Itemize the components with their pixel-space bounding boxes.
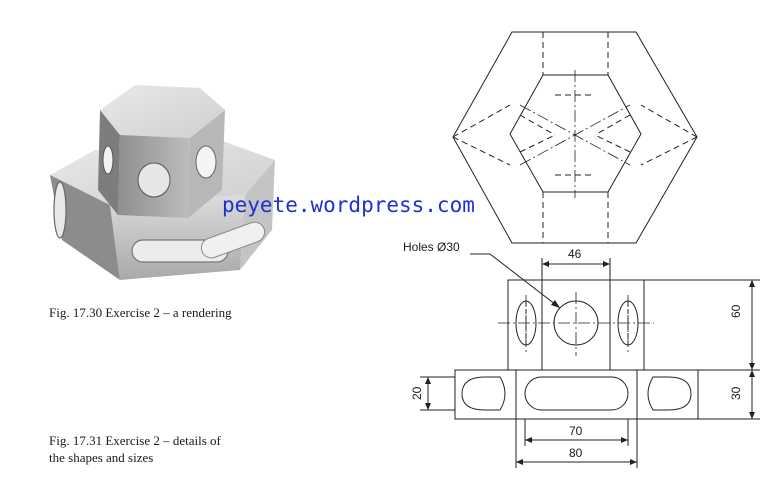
figure-a-caption: Fig. 17.30 Exercise 2 – a rendering	[49, 305, 232, 320]
plan-inner-hexagon	[509, 74, 642, 193]
figure-b-caption-line1: Fig. 17.31 Exercise 2 – details of	[49, 433, 221, 448]
front-slot	[524, 376, 629, 411]
elevation-base	[454, 369, 699, 420]
dim-top-width: 46	[568, 247, 582, 261]
prism-top-face	[100, 85, 225, 138]
dim-lower-height: 30	[729, 386, 743, 400]
dim-upper-height: 60	[729, 304, 743, 318]
figure-b-caption-line2: the shapes and sizes	[49, 450, 154, 465]
holes-label: Holes Ø30	[403, 240, 460, 254]
watermark: peyete.wordpress.com	[222, 193, 475, 217]
rendering-illustration	[50, 85, 275, 280]
dim-slot-height: 20	[410, 386, 424, 400]
base-front-left	[50, 175, 120, 280]
dim-slot-length: 70	[569, 424, 583, 438]
dim-base-length: 80	[569, 446, 583, 460]
